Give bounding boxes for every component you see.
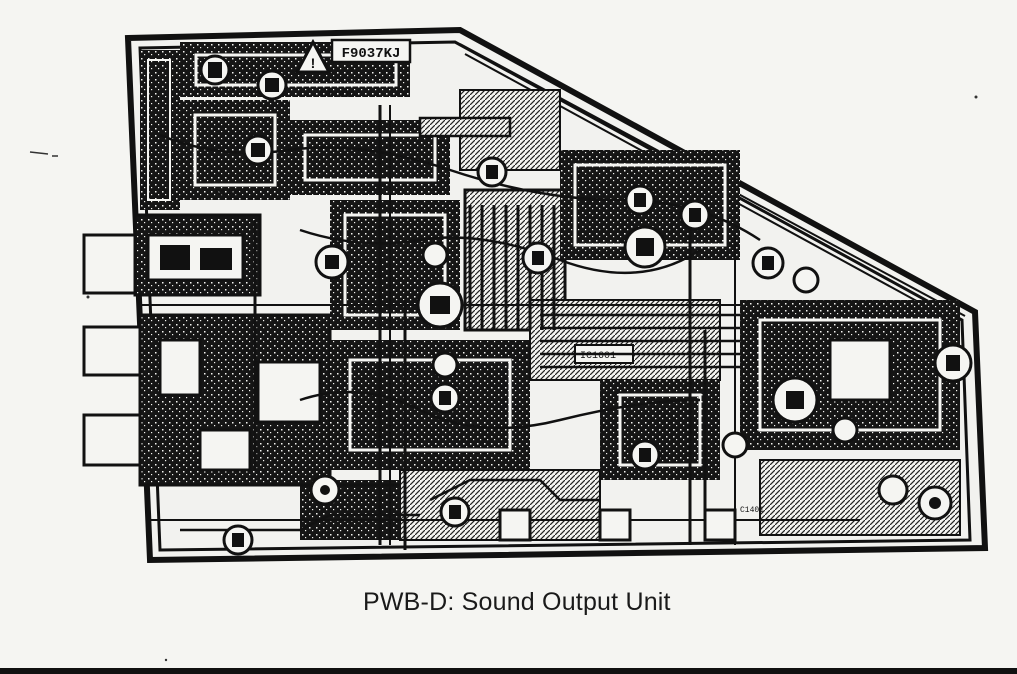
- transistor-q9: [421, 241, 449, 269]
- transistor-q16: [222, 524, 254, 556]
- capacitor-c4: [629, 439, 661, 471]
- output-jack-1: [82, 233, 142, 295]
- board-code-label: F9037KJ: [342, 46, 401, 62]
- capacitor-c3: [771, 376, 819, 424]
- transistor-q13: [429, 382, 461, 414]
- label-ic1601: IC1601: [580, 351, 616, 362]
- transistor-q4: [476, 156, 508, 188]
- transistor-q8: [314, 244, 350, 280]
- capacitor-c6: [831, 416, 859, 444]
- transistor-q15: [439, 496, 471, 528]
- transistor-q3: [242, 134, 274, 166]
- svg-text:!: !: [311, 55, 316, 71]
- warning-triangle-icon: !: [294, 38, 332, 74]
- transistor-q14: [751, 246, 785, 280]
- label-r1910: R1910: [328, 90, 355, 100]
- bottom-rule: [0, 668, 1017, 674]
- mount-hole-left: [309, 474, 341, 506]
- capacitor-c1: [792, 266, 820, 294]
- output-jack-3: [82, 413, 142, 467]
- figure-caption: PWB-D: Sound Output Unit: [363, 588, 671, 616]
- label-r1402: R1402: [215, 188, 242, 198]
- board-code-box: [330, 38, 412, 64]
- capacitor-c7: [877, 474, 909, 506]
- output-jack-2: [82, 325, 142, 377]
- transistor-q1: [199, 54, 231, 86]
- transistor-q12: [431, 351, 459, 379]
- transistor-q2: [256, 69, 288, 101]
- capacitor-c5: [721, 431, 749, 459]
- capacitor-c2: [933, 343, 973, 383]
- transistor-q7: [623, 225, 667, 269]
- transistor-q5: [624, 184, 656, 216]
- mount-hole-right: [917, 485, 953, 521]
- transistor-q11: [416, 281, 464, 329]
- transistor-q6: [679, 199, 711, 231]
- label-c1401: C1401: [740, 506, 764, 515]
- transistor-q10: [521, 241, 555, 275]
